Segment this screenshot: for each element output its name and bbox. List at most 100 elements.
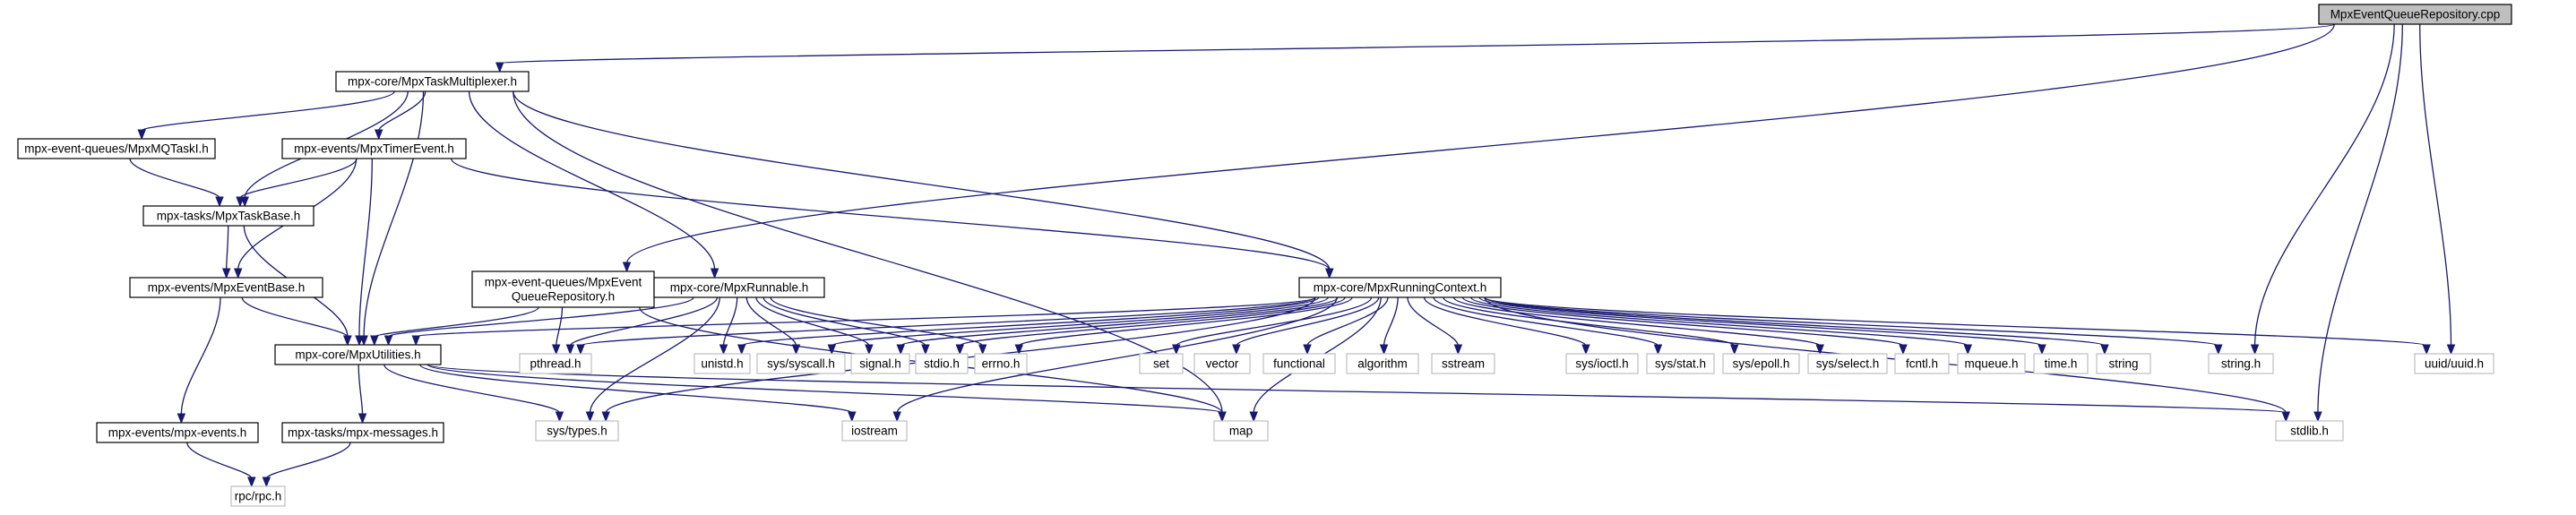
edge-eventbase-to-mpxevents [177,296,221,425]
node-label: unistd.h [701,357,743,371]
node-label: QueueRepository.h [512,290,615,304]
node-box [1894,353,1950,374]
arrow-head [1653,344,1663,356]
node-box [1957,353,2026,374]
node-pthread: pthread.h [519,353,592,374]
node-box [1139,353,1184,374]
edge-mpxevents-to-rpc [186,442,256,488]
node-stringh: string.h [2208,353,2274,374]
edge-line [1433,296,1659,347]
edge-line [358,364,364,416]
arrow-head [2422,344,2431,356]
edge-runctx-to-pthread [576,296,1316,356]
edge-utilities-to-iostream [419,364,857,423]
node-box [142,205,314,227]
node-taskbase[interactable]: mpx-tasks/MpxTaskBase.h [142,205,314,227]
edge-line [770,296,984,347]
node-fcntl: fcntl.h [1894,353,1950,374]
node-box [1298,277,1502,298]
edge-line [513,90,1331,270]
arrow-head [215,196,224,208]
edge-line [580,296,1316,347]
edge-line [378,90,426,132]
node-runnable[interactable]: mpx-core/MpxRunnable.h [653,277,825,298]
edge-line [1176,296,1373,347]
node-box [274,344,442,365]
node-box [281,138,467,159]
node-label: mpx-core/MpxTaskMultiplexer.h [348,75,517,89]
node-eventbase[interactable]: mpx-events/MpxEventBase.h [129,277,323,298]
edge-line [959,296,1346,347]
arrow-head [865,344,874,356]
edge-line [239,158,358,199]
edge-runctx-to-stat [1433,296,1663,356]
edge-line [1484,296,2106,347]
node-select: sys/select.h [1807,353,1888,374]
node-box [230,485,286,507]
edge-queuerepo-to-pthread [551,306,564,356]
edge-line [2419,23,2452,347]
node-epoll: sys/epoll.h [1722,353,1800,374]
arrow-head [827,344,837,356]
node-label: mpx-events/mpx-events.h [108,426,247,440]
arrow-head [1815,344,1824,356]
node-box [850,353,910,374]
node-vector: vector [1193,353,1251,374]
node-timerevent[interactable]: mpx-events/MpxTimerEvent.h [281,138,467,159]
edge-timerevent-to-utilities [355,158,373,347]
edge-line [241,296,349,338]
node-mpxevents[interactable]: mpx-events/mpx-events.h [96,422,259,443]
node-box [2208,353,2274,374]
arrow-head [1379,344,1389,356]
node-label: sstream [1442,357,1485,371]
node-box [96,422,259,443]
node-taskmux[interactable]: mpx-core/MpxTaskMultiplexer.h [335,71,530,92]
edge-line [745,296,797,347]
node-label: MpxEventQueueRepository.cpp [2330,8,2501,21]
edge-runctx-to-signal [896,296,1339,356]
node-runctx[interactable]: mpx-core/MpxRunningContext.h [1298,277,1502,298]
node-utilities[interactable]: mpx-core/MpxUtilities.h [274,344,442,365]
arrow-head [1172,344,1181,356]
arrow-head [719,344,728,356]
node-mpxmessages[interactable]: mpx-tasks/mpx-messages.h [281,422,444,443]
node-algorithm: algorithm [1346,353,1419,374]
node-box [519,353,592,374]
arrow-head [2281,411,2290,423]
edge-line [1018,296,1353,347]
edge-runnable-to-signal [755,296,874,356]
edge-eventbase-to-utilities [241,296,352,347]
node-rpc: rpc/rpc.h [230,485,286,507]
edge-line [831,296,1329,347]
node-systypes: sys/types.h [535,420,619,442]
arrow-head [1218,411,1227,423]
node-label: stdlib.h [2290,425,2329,438]
edge-line [741,296,1320,347]
edge-runnable-to-systypes [585,296,720,423]
node-box [17,138,216,159]
node-label: sys/syscall.h [767,357,835,371]
edge-line [499,23,2335,64]
arrow-head [1581,344,1590,356]
node-time: time.h [2033,353,2089,374]
node-functional: functional [1262,353,1336,374]
node-label: sys/ioctl.h [1575,357,1628,371]
node-box [1565,353,1639,374]
edge-runnable-to-syscall [745,296,801,356]
node-mqueue: mqueue.h [1957,353,2026,374]
edge-runctx-to-mqueue [1470,296,1972,356]
arrow-head [921,344,930,356]
node-label: stdio.h [924,357,960,371]
node-root[interactable]: MpxEventQueueRepository.cpp [2318,4,2512,25]
edge-root-to-queuerepo [622,23,2335,273]
node-label: algorithm [1357,357,1408,371]
edge-taskmux-to-runnable [468,90,719,279]
node-box [2275,420,2344,442]
node-mqtaski[interactable]: mpx-event-queues/MpxMQTaskI.h [17,138,216,159]
edge-line [1452,296,1821,347]
edge-line [141,90,395,132]
arrow-head [551,344,561,356]
edge-runnable-to-unistd [719,296,738,356]
node-queuerepo[interactable]: mpx-event-queues/MpxEventQueueRepository… [471,270,655,308]
edge-line [265,442,351,479]
